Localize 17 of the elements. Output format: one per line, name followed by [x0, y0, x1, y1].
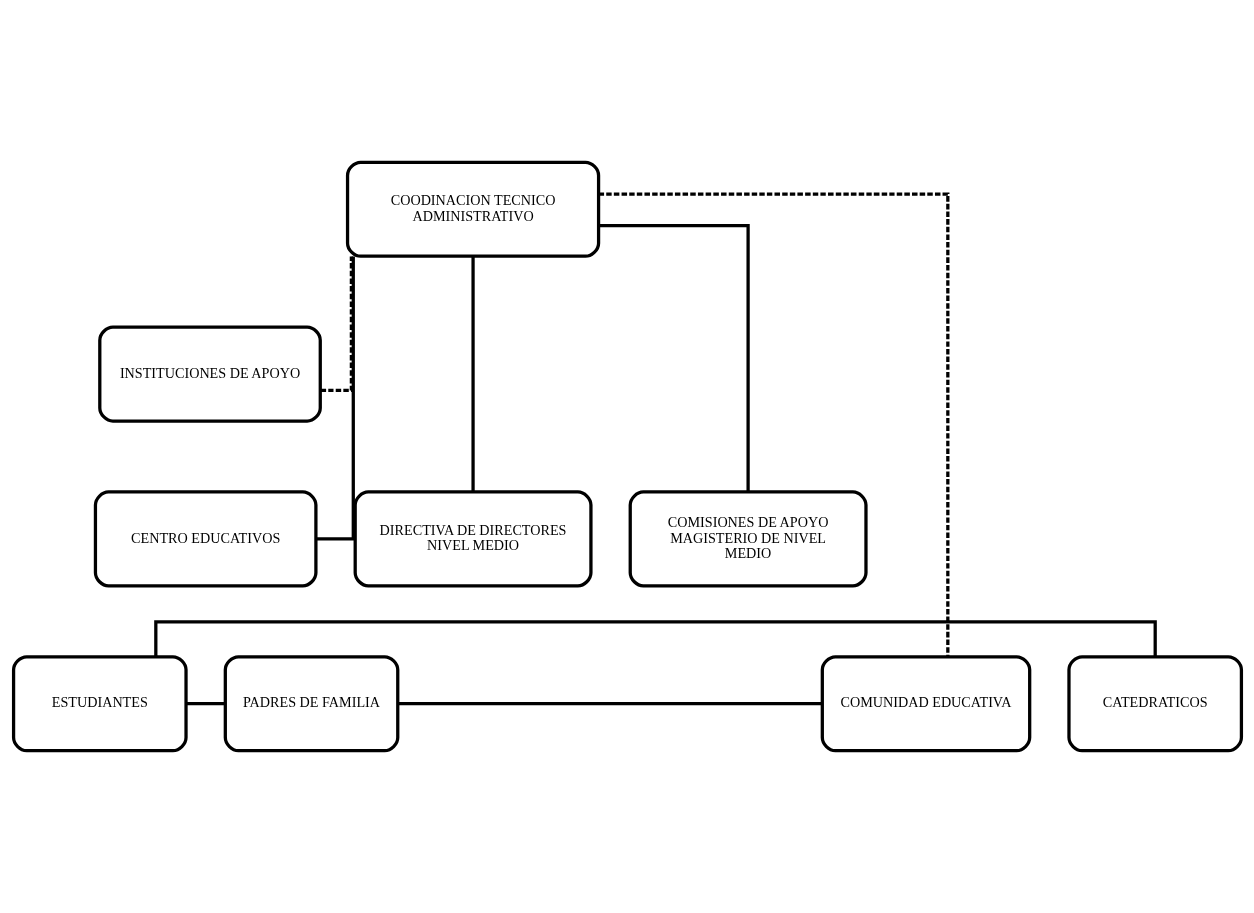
node-box: INSTITUCIONES DE APOYO — [97, 325, 322, 423]
connector — [598, 224, 750, 492]
connector — [470, 256, 475, 492]
connector — [153, 620, 1157, 657]
connector — [397, 702, 822, 706]
node-box: PADRES DE FAMILIA — [223, 655, 399, 753]
node-box: CATEDRATICOS — [1066, 655, 1243, 753]
node-box: COMISIONES DE APOYO MAGISTERIO DE NIVEL MEDIO — [628, 490, 868, 588]
node-box: DIRECTIVA DE DIRECTORES NIVEL MEDIO — [353, 490, 593, 588]
node-box: ESTUDIANTES — [11, 655, 188, 753]
connector — [315, 256, 355, 541]
connector — [319, 256, 353, 393]
node-box: CENTRO EDUCATIVOS — [93, 490, 318, 588]
node-box: COODINACION TECNICO ADMINISTRATIVO — [345, 160, 600, 258]
node-box: COMUNIDAD EDUCATIVA — [820, 655, 1031, 753]
connector — [598, 192, 949, 657]
connector — [185, 702, 225, 706]
